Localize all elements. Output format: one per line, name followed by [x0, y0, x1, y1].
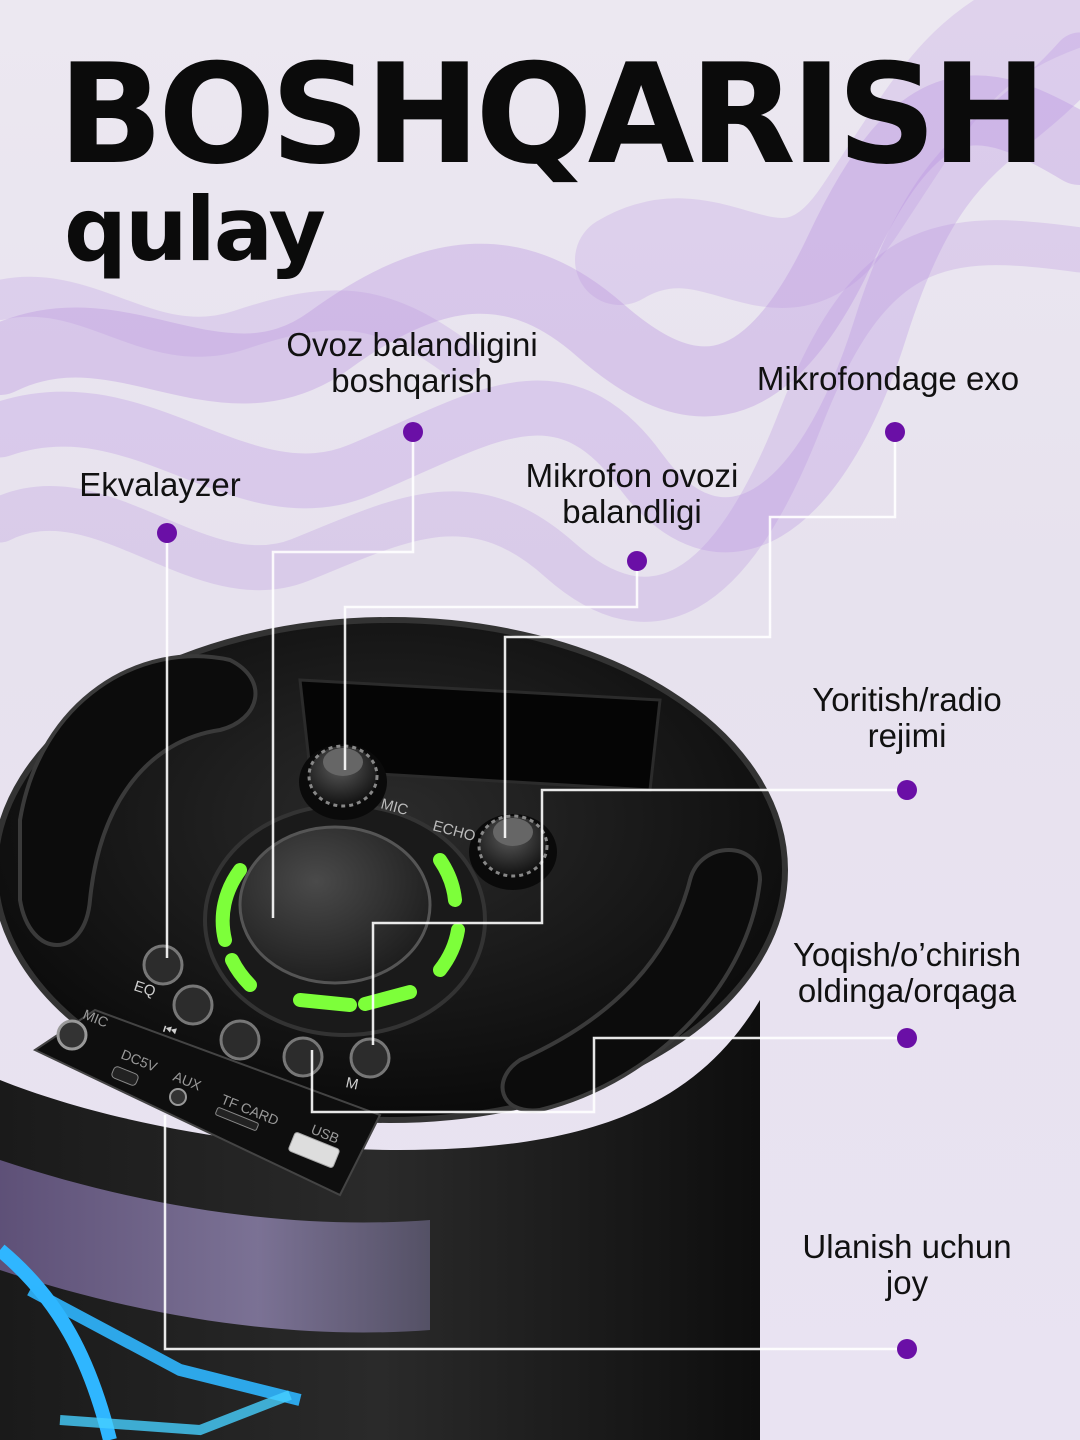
callout-dot-power-prev-next: [897, 1028, 917, 1048]
leader-line-mic-echo: [503, 432, 897, 838]
speaker-top-rim: [0, 617, 788, 1123]
leader-line-volume: [271, 432, 415, 918]
page-title: BOSHQARISH: [58, 34, 1047, 195]
buttons: [142, 944, 391, 1079]
page-subtitle: qulay: [64, 178, 326, 281]
prev-button: [172, 984, 214, 1026]
speaker-grill: [0, 1160, 430, 1333]
leader-line-ports: [163, 1115, 907, 1351]
led-ring: [215, 853, 465, 1012]
smoke-ribbon: [0, 276, 480, 380]
callout-dot-volume: [403, 422, 423, 442]
callout-light-radio-mode-label: Yoritish/radio rejimi: [812, 681, 1002, 754]
control-center: [238, 825, 432, 985]
aux-jack: [169, 1088, 187, 1106]
callout-volume-label: Ovoz balandligini boshqarish: [286, 326, 538, 399]
mic-jack: [56, 1019, 88, 1051]
leader-line-mic-volume: [343, 561, 639, 770]
callout-mic-echo-label: Mikrofondage exo: [756, 360, 1020, 397]
callout-ports-label: Ulanish uchun joy: [802, 1228, 1012, 1301]
blue-led-strip: [27, 1284, 302, 1406]
leader-line-light-radio-mode: [371, 788, 907, 1045]
blue-led-strip: [59, 1390, 292, 1436]
speaker-body: [0, 1000, 760, 1440]
callout-power-prev-next-label: Yoqish/o’chirish oldinga/orqaga: [792, 936, 1022, 1009]
knob-left-label: MIC: [379, 795, 410, 819]
callout-dot-equalizer: [157, 523, 177, 543]
mode-button: [349, 1037, 391, 1079]
handle-left: [18, 654, 258, 947]
eq-label: EQ: [132, 978, 158, 1001]
callout-dot-mic-echo: [885, 422, 905, 442]
callout-mic-volume-label: Mikrofon ovozi balandligi: [525, 457, 739, 530]
usb-port: [288, 1132, 340, 1168]
callout-equalizer-label: Ekvalayzer: [79, 466, 241, 503]
smoke-ribbon: [0, 220, 1080, 622]
play-button: [219, 1019, 261, 1061]
dc-port: [111, 1066, 139, 1086]
leader-lines: [163, 432, 907, 1351]
smoke-decoration: [0, 0, 1080, 622]
callout-dot-ports: [897, 1339, 917, 1359]
eq-button: [142, 944, 184, 986]
smoke-ribbon: [0, 75, 1080, 417]
knob-right: [469, 814, 557, 890]
mode-label: M: [344, 1074, 360, 1093]
speaker: MIC ECHO EQ ⏮ ⏯ ⏭ M: [0, 617, 788, 1440]
smoke-ribbon: [0, 32, 1080, 553]
blue-led-strip: [0, 1244, 117, 1440]
smoke-ribbon: [575, 0, 1080, 308]
leader-line-power-prev-next: [310, 1036, 907, 1114]
callout-dot-light-radio-mode: [897, 780, 917, 800]
knob-left: [299, 744, 387, 820]
tf-slot: [215, 1107, 259, 1131]
next-button: [282, 1036, 324, 1078]
callout-dot-mic-volume: [627, 551, 647, 571]
handle-right: [500, 848, 763, 1113]
